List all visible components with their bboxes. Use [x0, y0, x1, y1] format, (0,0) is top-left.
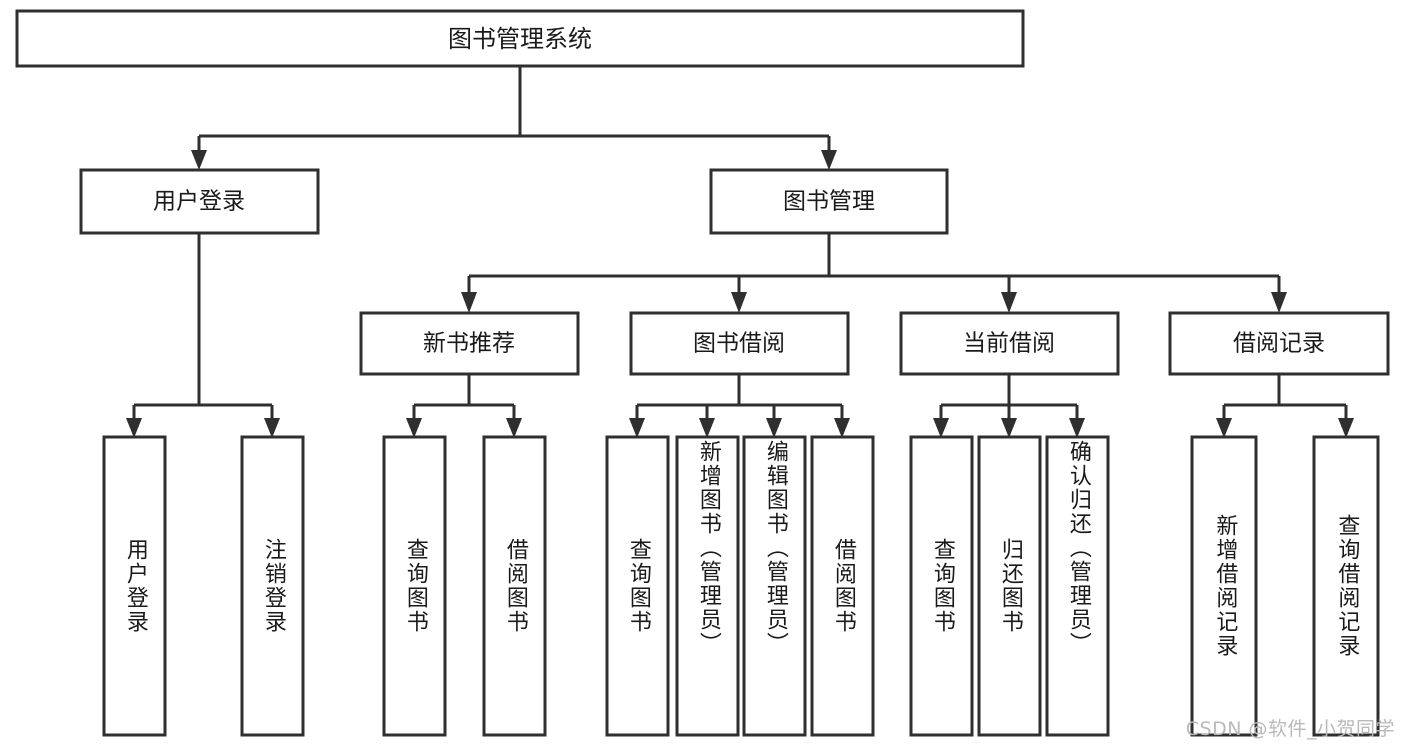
- csdn-watermark: CSDN @软件_小贺同学: [1185, 718, 1395, 740]
- node-leaf6-box[interactable]: [675, 435, 740, 737]
- node-leaf13-box[interactable]: [1312, 435, 1380, 737]
- node-leaf7-box[interactable]: [742, 435, 807, 737]
- node-records-box[interactable]: [1168, 311, 1390, 376]
- node-leaf1-box[interactable]: [102, 435, 167, 737]
- node-leaf10-box[interactable]: [977, 435, 1042, 737]
- node-leaf11-box[interactable]: [1045, 435, 1110, 737]
- arrowhead-leaf9: [933, 418, 949, 438]
- node-records[interactable]: 借阅记录: [1168, 311, 1390, 376]
- connector-group-login-to-leaves: [126, 233, 280, 438]
- node-root-label: 图书管理系统: [448, 25, 592, 53]
- node-login-label: 用户登录: [153, 189, 245, 215]
- arrowhead-leaf10: [1001, 418, 1017, 438]
- connector-group-bookmgmt-to-level3: [461, 233, 1287, 313]
- arrowhead-leaf4: [506, 418, 522, 438]
- node-newbook-box[interactable]: [359, 311, 580, 376]
- arrowhead-leaf12: [1216, 418, 1232, 438]
- node-login[interactable]: 用户登录: [79, 168, 320, 235]
- arrowhead-leaf6: [699, 418, 715, 438]
- arrowhead-leaf1: [126, 418, 142, 438]
- node-borrow[interactable]: 图书借阅: [629, 311, 850, 376]
- node-bookmgmt-label: 图书管理: [783, 189, 875, 215]
- arrowhead-borrow: [731, 292, 747, 313]
- arrowhead-leaf11: [1069, 418, 1085, 438]
- node-root-box[interactable]: [15, 9, 1025, 68]
- arrowhead-leaf5: [629, 418, 645, 438]
- node-root[interactable]: 图书管理系统: [15, 9, 1025, 68]
- node-newbook-label: 新书推荐: [423, 331, 515, 357]
- node-bookmgmt[interactable]: 图书管理: [709, 168, 949, 235]
- connector-group-current-to-leaves: [933, 374, 1085, 438]
- node-borrow-box[interactable]: [629, 311, 850, 376]
- arrowhead-current: [1001, 292, 1017, 313]
- arrowhead-leaf7: [766, 418, 782, 438]
- node-login-box[interactable]: [79, 168, 320, 235]
- arrowhead-leaf8: [834, 418, 850, 438]
- connector-group-borrow-to-leaves: [629, 374, 850, 438]
- connector-group-root-to-level2: [191, 66, 837, 170]
- leaf-box-group: [102, 435, 1380, 737]
- arrowhead-leaf3: [406, 418, 422, 438]
- node-leaf12-box[interactable]: [1190, 435, 1258, 737]
- node-current-box[interactable]: [899, 311, 1120, 376]
- arrowhead-records: [1271, 292, 1287, 313]
- arrowhead-leaf13: [1338, 418, 1354, 438]
- node-leaf5-box[interactable]: [605, 435, 670, 737]
- node-borrow-label: 图书借阅: [693, 331, 785, 357]
- arrowhead-newbook: [461, 292, 477, 313]
- node-current-label: 当前借阅: [963, 331, 1055, 357]
- arrowhead-to-bookmgmt: [821, 150, 837, 170]
- arrowhead-to-login: [191, 150, 207, 170]
- node-current[interactable]: 当前借阅: [899, 311, 1120, 376]
- arrowhead-leaf2: [264, 418, 280, 438]
- node-leaf2-box[interactable]: [240, 435, 305, 737]
- node-leaf3-box[interactable]: [382, 435, 447, 737]
- node-leaf8-box[interactable]: [810, 435, 875, 737]
- node-newbook[interactable]: 新书推荐: [359, 311, 580, 376]
- connector-group-newbook-to-leaves: [406, 374, 522, 438]
- node-bookmgmt-box[interactable]: [709, 168, 949, 235]
- node-leaf9-box[interactable]: [909, 435, 974, 737]
- connector-group-records-to-leaves: [1216, 374, 1354, 438]
- node-records-label: 借阅记录: [1233, 331, 1325, 357]
- node-leaf4-box[interactable]: [482, 435, 547, 737]
